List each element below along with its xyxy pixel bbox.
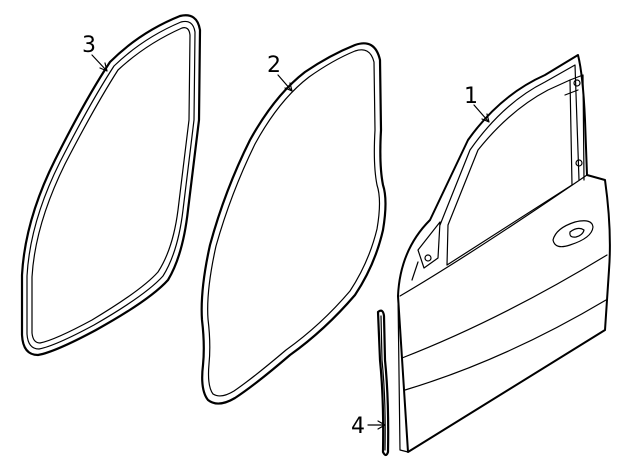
callout-3: 3 [82, 33, 96, 58]
leader-1-arrow [481, 113, 490, 123]
leader-4-arrow [377, 420, 386, 430]
callout-2: 2 [267, 53, 281, 78]
part-1-front-door [397, 54, 611, 453]
leader-3 [91, 54, 107, 71]
leader-1 [473, 104, 489, 122]
part-4-edge-strip [376, 309, 390, 457]
leader-2-arrow [284, 82, 293, 92]
leader-3-arrow [99, 62, 108, 72]
callout-1: 1 [464, 84, 478, 109]
leader-2 [277, 74, 292, 91]
part-3-door-seal [20, 14, 202, 357]
part-2-body-seal [200, 42, 387, 405]
callout-4: 4 [351, 414, 365, 439]
